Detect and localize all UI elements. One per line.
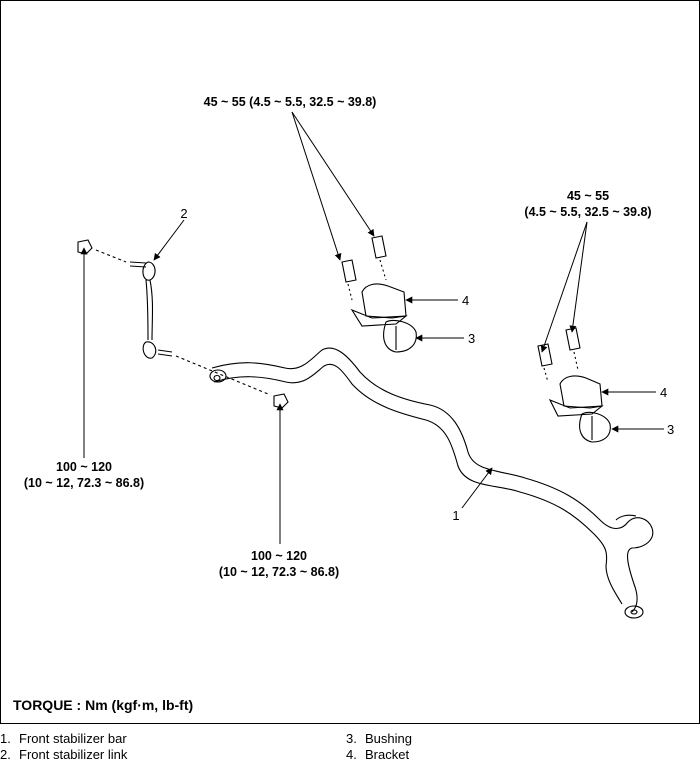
callout-stabilizer-bar: 1: [452, 508, 459, 523]
torque-label-bracket-bolts-right-2: (4.5 ~ 5.5, 32.5 ~ 39.8): [524, 205, 651, 219]
callout-bracket-left: 4: [462, 293, 469, 308]
legend-item-3: 3. Bushing: [346, 730, 412, 748]
legend-label: Bracket: [365, 747, 410, 762]
legend-item-4: 4. Bracket: [346, 746, 409, 764]
callout-bushing-left: 3: [468, 331, 475, 346]
torque-label-link-upper-1: 100 ~ 120: [56, 460, 112, 474]
legend-number: 3.: [346, 731, 357, 746]
callout-bushing-right: 3: [667, 422, 674, 437]
link-upper-nut: [77, 239, 93, 255]
left-bracket-assembly: [341, 235, 417, 353]
front-stabilizer-link: [95, 249, 269, 395]
callout-stabilizer-link: 2: [180, 206, 187, 221]
torque-unit-label: TORQUE : Nm (kgf·m, lb-ft): [13, 697, 194, 713]
torque-label-link-upper-2: (10 ~ 12, 72.3 ~ 86.8): [24, 476, 144, 490]
legend-number: 4.: [346, 747, 357, 762]
torque-label-link-lower-2: (10 ~ 12, 72.3 ~ 86.8): [219, 565, 339, 579]
front-stabilizer-bar: [209, 347, 654, 619]
legend-number: 1.: [0, 731, 11, 746]
right-bracket-assembly: [537, 327, 611, 443]
torque-label-bracket-bolts-right-1: 45 ~ 55: [567, 189, 609, 203]
callout-bracket-right: 4: [660, 385, 667, 400]
legend-label: Bushing: [365, 731, 412, 746]
legend-label: Front stabilizer bar: [19, 731, 127, 746]
legend-label: Front stabilizer link: [19, 747, 128, 762]
torque-label-bracket-bolts-left: 45 ~ 55 (4.5 ~ 5.5, 32.5 ~ 39.8): [204, 95, 377, 109]
legend-item-2: 2. Front stabilizer link: [0, 746, 127, 764]
stabilizer-diagram: 45 ~ 55 (4.5 ~ 5.5, 32.5 ~ 39.8) 45 ~ 55…: [24, 95, 674, 619]
link-lower-nut: [273, 393, 289, 409]
legend-number: 2.: [0, 747, 11, 762]
legend-item-1: 1. Front stabilizer bar: [0, 730, 127, 748]
torque-label-link-lower-1: 100 ~ 120: [251, 549, 307, 563]
leader-lines: [80, 111, 664, 544]
